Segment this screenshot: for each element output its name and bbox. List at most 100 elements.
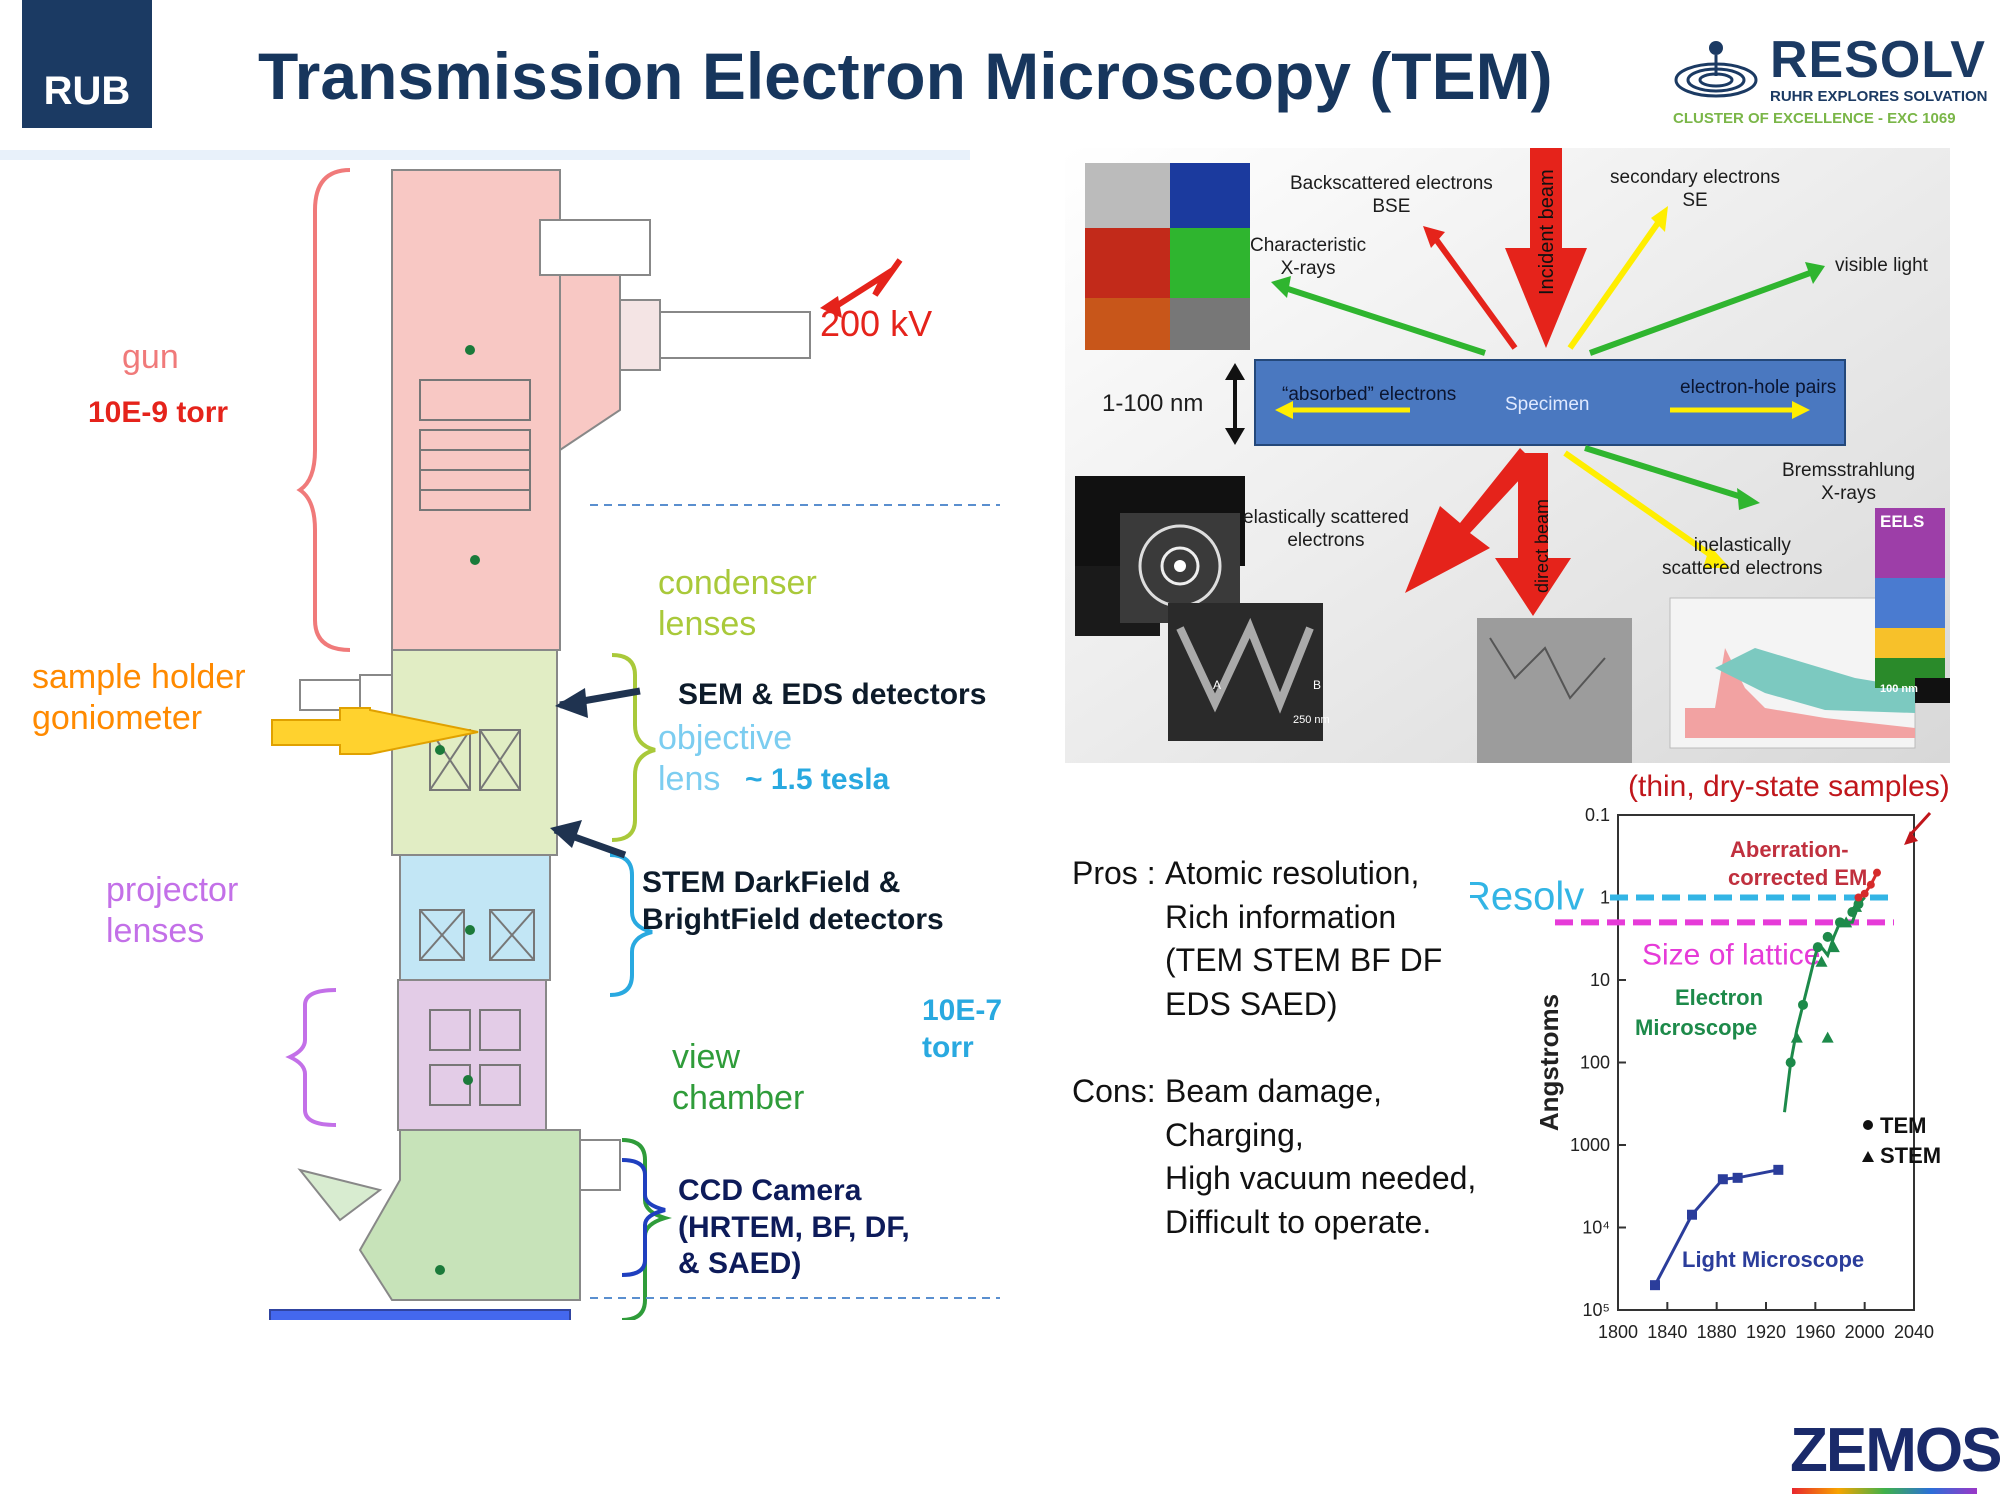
stem-point [1790, 1031, 1803, 1043]
stem-legend-icon [1862, 1151, 1874, 1162]
projector-section [397, 979, 547, 1131]
light-point [1687, 1209, 1697, 1220]
ccd-label: CCD Camera(HRTEM, BF, DF, & SAED) [678, 1174, 910, 1281]
ac-point [1860, 889, 1869, 898]
rub-logo: RUB [22, 0, 152, 128]
page-title: Transmission Electron Microscopy (TEM) [258, 39, 1553, 113]
stem-point [1850, 900, 1863, 912]
x-tick-label: 1880 [1697, 1322, 1737, 1342]
projector-bracket [285, 988, 337, 1127]
incident-beam-label: Incident beam [1536, 169, 1558, 295]
tem-legend-label: TEM [1880, 1113, 1926, 1138]
specimen-bar [1254, 359, 1846, 446]
y-tick-label: 10 [1590, 970, 1610, 990]
stem-legend-label: STEM [1880, 1143, 1941, 1168]
resolv-tagline: RUHR EXPLORES SOLVATION [1770, 88, 1988, 105]
x-tick-label: 1960 [1795, 1322, 1835, 1342]
ac-arrowhead-icon [1904, 831, 1918, 845]
tem-point [1812, 942, 1823, 953]
resolv-logo-icon [1674, 41, 1758, 98]
y-tick-label: 1000 [1570, 1135, 1610, 1155]
x-tick-label: 1840 [1647, 1322, 1687, 1342]
scale-100nm-label: 100 nm [1880, 683, 1918, 695]
gun-section [391, 169, 561, 651]
stem-detectors-label: STEM DarkField &BrightField detectors [642, 866, 944, 936]
voltage-label: 200 kV [820, 303, 933, 344]
pros-cons-block: Pros :Atomic resolution, Rich informatio… [1072, 852, 1476, 1244]
cons-item: Beam damage, [1165, 1073, 1383, 1110]
condenser-section [391, 649, 558, 856]
gun-bracket [296, 168, 351, 652]
ac-annotation: corrected EM [1728, 865, 1867, 890]
zemos-logo: ZEMOS [1790, 1416, 2000, 1485]
pros-item: Atomic resolution, [1165, 855, 1420, 891]
ac-point [1866, 880, 1875, 889]
y-axis-label: Angstroms [1534, 994, 1564, 1131]
eh-pairs-label: electron-hole pairs [1680, 377, 1837, 398]
light-point [1650, 1280, 1660, 1291]
stem-point [1821, 1031, 1834, 1043]
y-tick-label: 10⁴ [1582, 1218, 1610, 1238]
x-tick-label: 2000 [1845, 1322, 1885, 1342]
y-tick-label: 1 [1600, 888, 1610, 908]
ac-point [1854, 893, 1863, 902]
visible-light-label: visible light [1835, 255, 1928, 276]
stem-point [1815, 955, 1828, 967]
gun-label: gun [122, 338, 179, 376]
x-tick-label: 2040 [1894, 1322, 1934, 1342]
light-point [1773, 1164, 1784, 1175]
lm-annotation: Light Microscope [1682, 1247, 1864, 1272]
pros-key: Pros : [1072, 855, 1156, 891]
ccd-section [269, 1309, 571, 1320]
direct-beam-label: direct beam [1532, 498, 1552, 593]
ac-point [1873, 868, 1881, 877]
resolv-cluster: CLUSTER OF EXCELLENCE - EXC 1069 [1673, 110, 1956, 127]
tem-point [1785, 1057, 1796, 1068]
label-a: A [1213, 678, 1222, 692]
ccd-bracket [621, 1158, 666, 1277]
pros-item: EDS SAED) [1165, 985, 1338, 1022]
tem-point [1798, 999, 1808, 1010]
cons-key: Cons: [1072, 1073, 1156, 1110]
tem-legend-icon [1863, 1120, 1873, 1130]
view-chamber-section [358, 1129, 581, 1301]
resolv-ref-label: Resolv [1470, 875, 1584, 919]
em-annotation: Microscope [1635, 1015, 1757, 1040]
lattice-ref-label: Size of lattice [1642, 938, 1820, 971]
pros-item: (TEM STEM BF DF [1165, 942, 1443, 979]
absorbed-label: “absorbed” electrons [1282, 384, 1457, 405]
microscope-diagram [0, 150, 1000, 1320]
ac-annotation: Aberration- [1730, 837, 1849, 862]
tem-point [1822, 931, 1833, 942]
label-b: B [1313, 678, 1322, 692]
objective-bracket [609, 853, 653, 997]
cons-item: High vacuum needed, [1165, 1160, 1477, 1197]
zemos-underline [1792, 1488, 1977, 1494]
x-tick-label: 1920 [1746, 1322, 1786, 1342]
y-tick-label: 100 [1580, 1053, 1610, 1073]
stem-point [1827, 941, 1840, 953]
cons-item: Difficult to operate. [1165, 1203, 1432, 1240]
pros-item: Rich information [1165, 898, 1397, 935]
x-tick-label: 1800 [1598, 1322, 1638, 1342]
sample-holder-rod [271, 707, 479, 755]
y-tick-label: 0.1 [1585, 805, 1610, 825]
resolv-logo-text: RESOLV [1770, 31, 1986, 89]
eels-label: EELS [1880, 512, 1925, 531]
chart-annotation-top: (thin, dry-state samples) [1628, 770, 1950, 803]
light-point [1732, 1172, 1743, 1183]
stem-point [1840, 916, 1853, 928]
thickness-label: 1-100 nm [1102, 390, 1204, 417]
condenser-bracket [611, 653, 656, 842]
y-tick-label: 10⁵ [1583, 1300, 1610, 1320]
